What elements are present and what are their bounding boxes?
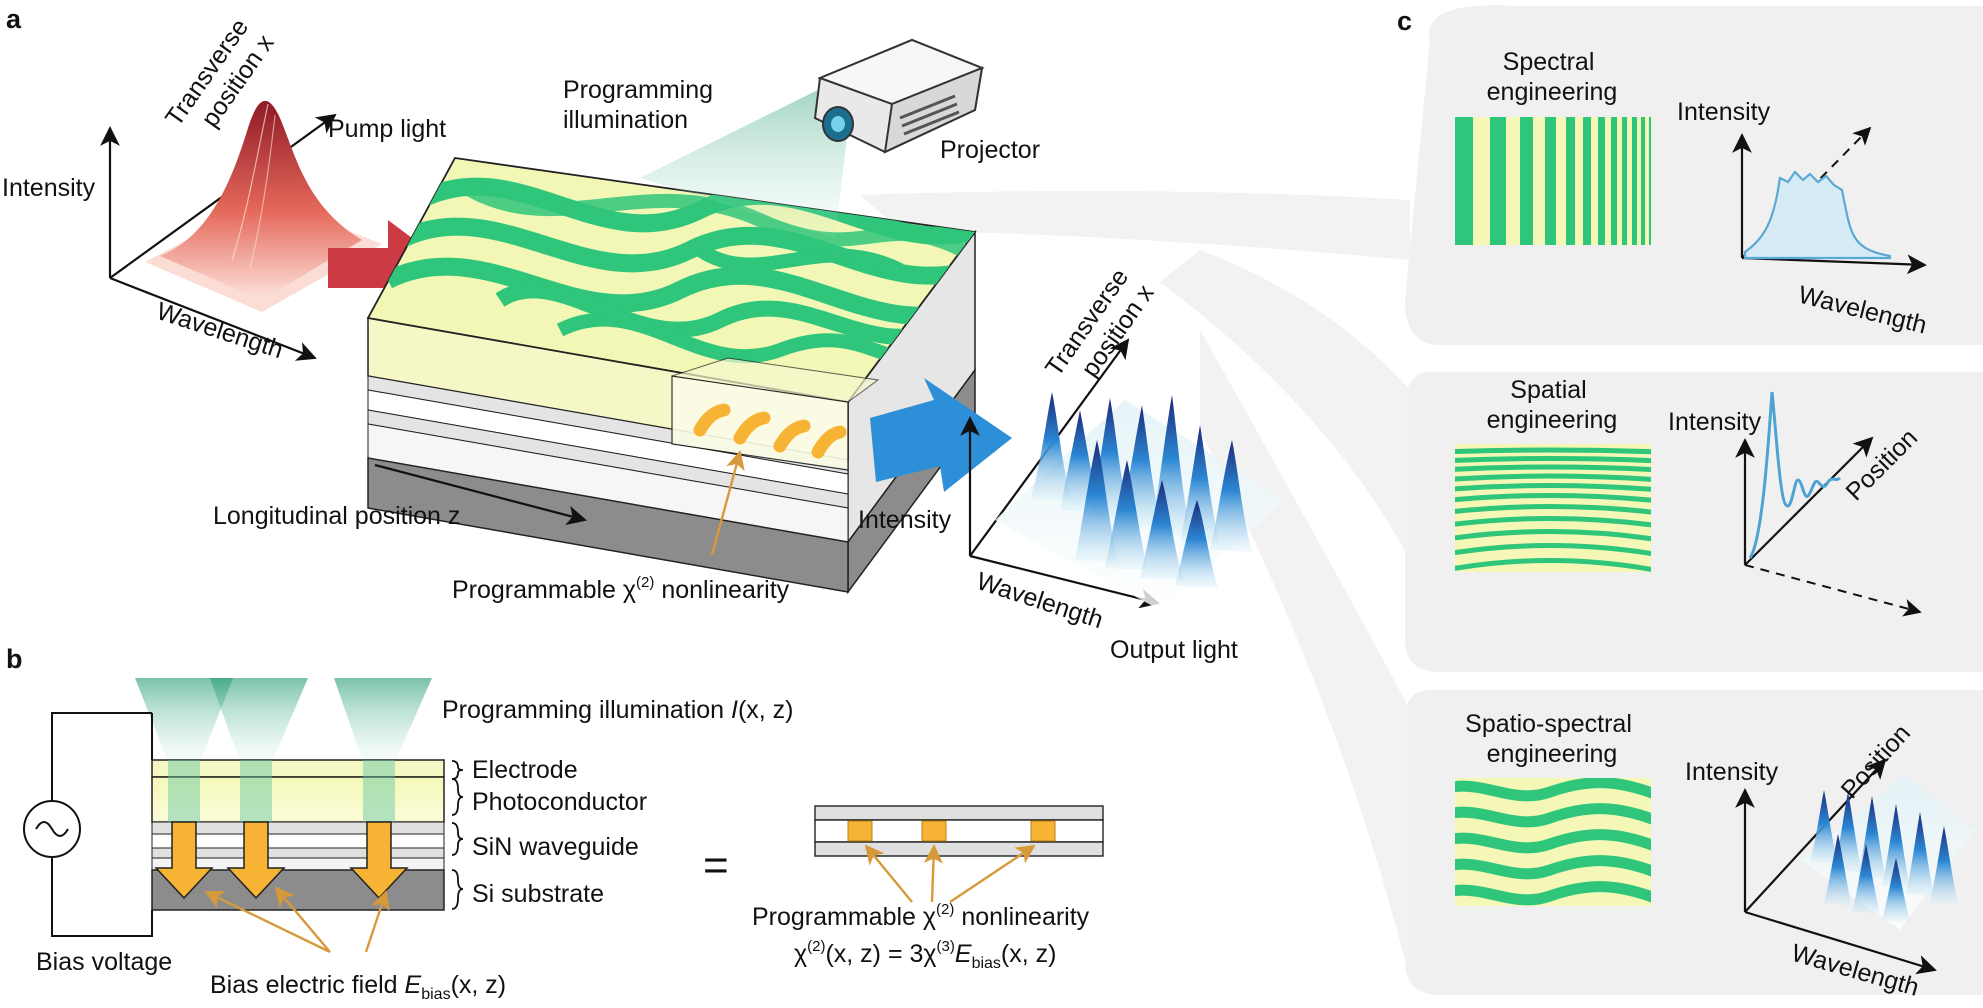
projector-label: Projector [940, 136, 1040, 164]
waveguide-cross-section [814, 805, 1104, 903]
pump-arrow [328, 220, 452, 316]
chi2-nonlinearity-segments [693, 403, 847, 459]
longitudinal-axis [374, 463, 587, 526]
illumination-label: Programming illumination I(x, z) [442, 696, 794, 724]
programmable-nl-label: Programmable χ(2) nonlinearity [452, 574, 790, 604]
bias-voltage-label: Bias voltage [36, 948, 172, 976]
intensity-label-out: Intensity [858, 506, 952, 534]
bias-arrow [154, 821, 214, 900]
pump-light-pulse [145, 100, 382, 312]
electrode-label: Electrode [472, 756, 578, 784]
bias-arrow [349, 821, 409, 900]
nl-label-b: Programmable χ(2) nonlinearity [752, 901, 1090, 931]
spatio-spectral-pattern [1455, 778, 1651, 906]
longitudinal-label: Longitudinal position z [213, 502, 460, 530]
panel-label-c: c [1397, 6, 1412, 36]
spatial-plot [1735, 391, 1922, 617]
programmed-stripe-pattern [384, 177, 975, 369]
spectral-plot [1732, 126, 1927, 275]
equals-sign: = [703, 841, 729, 890]
spatio-spectral-plot [1735, 758, 1975, 975]
chi2-equation: χ(2)(x, z) = 3χ(3)Ebias(x, z) [794, 938, 1056, 972]
panel-b-schematic [23, 678, 464, 954]
output-light-label: Output light [1110, 636, 1238, 664]
output-arrow [870, 378, 1012, 492]
panel-label-b: b [6, 644, 23, 674]
waveguide-label: SiN waveguide [472, 833, 639, 861]
wavelength-label-out: Wavelength [973, 567, 1106, 634]
nl-pointer [710, 450, 745, 556]
photoconductor-label: Photoconductor [472, 788, 647, 816]
spatial-engineering-title: Spatial engineering [1487, 376, 1618, 434]
panel-label-a: a [6, 4, 22, 34]
pump-light-label: Pump light [328, 115, 446, 143]
transverse-label-out: Transverse position x [1040, 258, 1163, 399]
substrate-label: Si substrate [472, 880, 604, 908]
programming-illum-label: Programming illumination [563, 76, 720, 134]
spectral-engineering-title: Spectral engineering [1487, 48, 1618, 106]
intensity-label-in: Intensity [2, 174, 96, 202]
spatial-y-label: Intensity [1668, 408, 1762, 436]
spatial-curved-pattern [1455, 444, 1651, 572]
projector-illustration [640, 38, 985, 238]
spatio-y-label: Intensity [1685, 758, 1779, 786]
spatio-spectral-title: Spatio-spectral engineering [1465, 710, 1639, 768]
output-spectrum-peaks [995, 392, 1285, 610]
spectral-y-label: Intensity [1677, 98, 1771, 126]
bias-field-label: Bias electric field Ebias(x, z) [210, 971, 506, 1003]
bias-arrow [226, 821, 286, 900]
spectral-grating-pattern [1455, 117, 1651, 245]
